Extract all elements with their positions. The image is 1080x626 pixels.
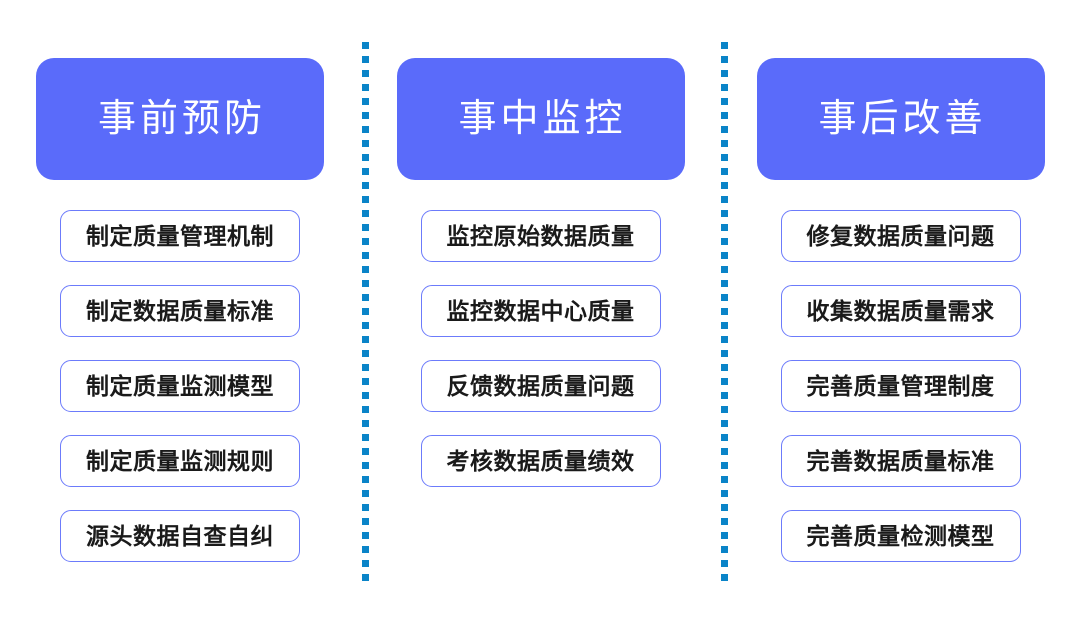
item-box[interactable]: 制定质量监测规则 (60, 435, 300, 487)
item-label: 制定质量监测模型 (86, 372, 274, 399)
item-label: 完善质量检测模型 (806, 522, 995, 549)
phase-header-1[interactable]: 事前预防 (36, 58, 324, 180)
item-label: 修复数据质量问题 (806, 222, 995, 249)
item-box[interactable]: 完善质量检测模型 (780, 510, 1021, 562)
phase-header-label-3: 事后改善 (818, 98, 987, 140)
phase-header-2[interactable]: 事中监控 (396, 58, 685, 180)
item-label: 考核数据质量绩效 (446, 447, 635, 474)
phase-item-list-2: 监控原始数据质量 监控数据中心质量 反馈数据质量问题 考核数据质量绩效 (420, 210, 661, 487)
phase-column-3: 事后改善 修复数据质量问题 收集数据质量需求 完善质量管理制度 完善数据质量标准… (721, 0, 1080, 626)
item-box[interactable]: 监控数据中心质量 (420, 285, 661, 337)
item-box[interactable]: 源头数据自查自纠 (60, 510, 300, 562)
item-label: 收集数据质量需求 (806, 297, 995, 324)
item-label: 制定质量管理机制 (86, 222, 274, 249)
item-box[interactable]: 考核数据质量绩效 (420, 435, 661, 487)
item-box[interactable]: 收集数据质量需求 (780, 285, 1021, 337)
phase-column-2: 事中监控 监控原始数据质量 监控数据中心质量 反馈数据质量问题 考核数据质量绩效 (360, 0, 721, 626)
phase-header-3[interactable]: 事后改善 (756, 58, 1045, 180)
item-label: 制定数据质量标准 (86, 297, 274, 324)
item-label: 完善质量管理制度 (806, 372, 995, 399)
item-label: 监控数据中心质量 (446, 297, 635, 324)
item-label: 源头数据自查自纠 (86, 522, 274, 549)
item-box[interactable]: 完善质量管理制度 (780, 360, 1021, 412)
item-box[interactable]: 监控原始数据质量 (420, 210, 661, 262)
phase-header-label-2: 事中监控 (458, 98, 627, 140)
item-box[interactable]: 修复数据质量问题 (780, 210, 1021, 262)
column-divider-2 (721, 42, 728, 582)
item-box[interactable]: 制定质量管理机制 (60, 210, 300, 262)
item-label: 监控原始数据质量 (446, 222, 635, 249)
phase-item-list-1: 制定质量管理机制 制定数据质量标准 制定质量监测模型 制定质量监测规则 源头数据… (60, 210, 300, 562)
phase-item-list-3: 修复数据质量问题 收集数据质量需求 完善质量管理制度 完善数据质量标准 完善质量… (780, 210, 1021, 562)
phase-column-1: 事前预防 制定质量管理机制 制定数据质量标准 制定质量监测模型 制定质量监测规则… (0, 0, 360, 626)
phase-header-label-1: 事前预防 (97, 98, 266, 140)
item-label: 完善数据质量标准 (806, 447, 995, 474)
item-box[interactable]: 制定数据质量标准 (60, 285, 300, 337)
item-box[interactable]: 反馈数据质量问题 (420, 360, 661, 412)
item-label: 反馈数据质量问题 (446, 372, 635, 399)
item-box[interactable]: 完善数据质量标准 (780, 435, 1021, 487)
item-label: 制定质量监测规则 (86, 447, 274, 474)
column-divider-1 (362, 42, 369, 582)
item-box[interactable]: 制定质量监测模型 (60, 360, 300, 412)
